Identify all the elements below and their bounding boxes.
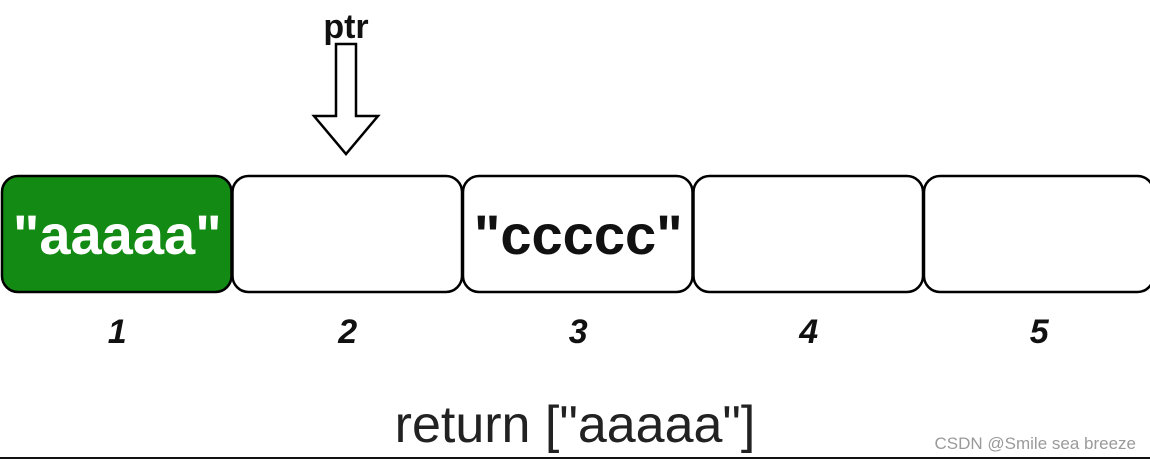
array-cell-4 xyxy=(692,174,925,294)
array-index-2: 2 xyxy=(337,313,357,351)
pointer-arrow-icon xyxy=(311,42,381,156)
array-index-4: 4 xyxy=(798,313,818,351)
array-cell-box xyxy=(231,174,464,294)
array-index-5: 5 xyxy=(1030,313,1050,351)
array-cell-value: "aaaaa" xyxy=(13,203,222,266)
array-cell-box xyxy=(692,174,925,294)
watermark: CSDN @Smile sea breeze xyxy=(934,434,1137,453)
array-cell-value: "ccccc" xyxy=(474,203,683,266)
array-cell-box xyxy=(922,174,1150,294)
array-cell-1: "aaaaa" xyxy=(0,174,233,294)
array-cell-5 xyxy=(922,174,1150,294)
array-index-1: 1 xyxy=(108,313,127,351)
diagram-canvas: ptr "aaaaa" "ccccc" 1 2 3 4 5 xyxy=(0,8,1150,351)
array-index-3: 3 xyxy=(569,313,588,351)
array-cell-3: "ccccc" xyxy=(461,174,694,294)
return-statement: return ["aaaaa"] xyxy=(394,396,756,454)
array-cells: "aaaaa" "ccccc" xyxy=(0,174,1150,294)
bottom-divider xyxy=(0,457,1150,459)
array-cell-2 xyxy=(231,174,464,294)
array-indices: 1 2 3 4 5 xyxy=(108,313,1050,351)
pointer-label: ptr xyxy=(323,8,368,46)
